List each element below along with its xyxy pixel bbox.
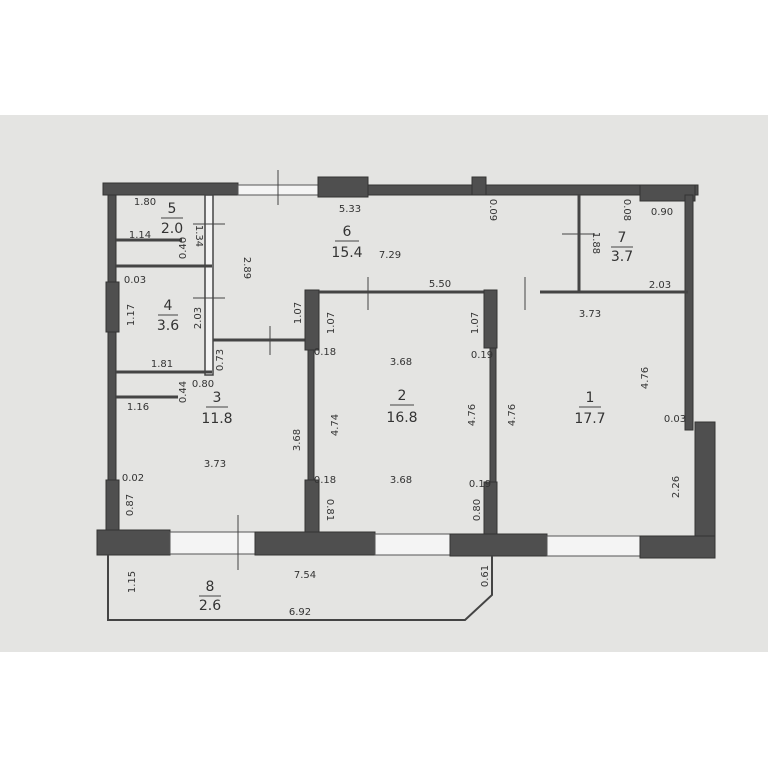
dimension: 4.76 [507, 404, 518, 426]
dimension: 3.73 [579, 309, 601, 320]
dimension: 1.88 [590, 232, 601, 254]
dimension: 2.89 [241, 257, 252, 279]
dimension: 7.54 [294, 570, 316, 581]
dimension: 0.18 [314, 347, 336, 358]
dimension: 5.50 [429, 279, 451, 290]
wall-right [684, 194, 694, 431]
dimension: 1.81 [151, 359, 173, 370]
dimension: 7.29 [379, 250, 401, 261]
dimension: 0.61 [480, 565, 491, 587]
partition-bath [204, 194, 214, 376]
dimension: 1.07 [326, 312, 337, 334]
window-bottom-3 [546, 535, 641, 557]
wall-top-right [367, 184, 699, 196]
dimension: 2.03 [193, 307, 204, 329]
room-area: 15.4 [331, 245, 362, 261]
dimension: 6.92 [289, 607, 311, 618]
dimension: 0.87 [125, 494, 136, 516]
wall-room2-left-upper [304, 289, 320, 351]
dimension: 1.17 [126, 304, 137, 326]
window-bottom-2 [374, 533, 451, 556]
dimension: 0.03 [124, 275, 146, 286]
dimension: 3.68 [390, 475, 412, 486]
dimension: 0.19 [471, 350, 493, 361]
dimension: 1.80 [134, 197, 156, 208]
room-area: 3.6 [157, 318, 179, 334]
dimension: 1.07 [293, 302, 304, 324]
dimension: 5.33 [339, 204, 361, 215]
room-number: 8 [206, 579, 215, 595]
room-area: 11.8 [201, 411, 232, 427]
dimension: 0.44 [178, 381, 189, 403]
balcony-outline [107, 555, 493, 621]
wall-room2-left [307, 349, 315, 481]
dimension: 0.02 [122, 473, 144, 484]
room-number: 5 [168, 201, 177, 217]
dimension: 3.68 [390, 357, 412, 368]
room-area: 16.8 [386, 410, 417, 426]
wall-bottom-4 [639, 535, 716, 559]
dimension: 3.73 [204, 459, 226, 470]
wall-stub [471, 176, 487, 196]
dimension: 4.76 [467, 404, 478, 426]
walls [96, 176, 716, 621]
wall-bottom-3 [449, 533, 548, 557]
room-area: 3.7 [611, 249, 633, 265]
room-number: 1 [586, 390, 595, 406]
wall-column [317, 176, 369, 198]
room-number: 7 [618, 230, 627, 246]
wall-top-corner [639, 184, 696, 202]
dimension-labels: 1.80 5.33 0.90 1.14 7.29 0.03 5.50 2.03 … [122, 197, 686, 618]
room-area: 17.7 [574, 411, 605, 427]
room-area: 2.0 [161, 221, 183, 237]
wall-room2-right [489, 347, 497, 483]
room-number: 4 [164, 298, 173, 314]
dimension: 1.16 [127, 402, 149, 413]
wall-left-column-lower [105, 479, 120, 531]
dimension: 0.19 [469, 479, 491, 490]
dimension: 0.90 [651, 207, 673, 218]
dimension: 0.40 [178, 237, 189, 259]
dimension: 3.68 [292, 429, 303, 451]
dimension: 4.76 [640, 367, 651, 389]
door-marks [193, 170, 595, 570]
dimension: 0.80 [472, 499, 483, 521]
wall-room2-left-lower [304, 479, 320, 533]
dimension: 0.08 [621, 199, 632, 221]
dimension: 0.18 [314, 475, 336, 486]
wall-room2-right-upper [483, 289, 498, 349]
dimension: 0.03 [664, 414, 686, 425]
wall-top-left [102, 182, 239, 196]
paper-background [0, 115, 768, 652]
room-number: 3 [213, 390, 222, 406]
window-bottom-1 [169, 531, 256, 555]
dimension: 4.74 [330, 414, 341, 436]
wall-room2-right-lower [483, 481, 498, 535]
wall-bottom-1 [96, 529, 171, 556]
dimension: 1.07 [470, 312, 481, 334]
dimension: 1.34 [193, 225, 204, 247]
dimension: 2.03 [649, 280, 671, 291]
dimension: 0.73 [215, 349, 226, 371]
dimension: 1.14 [129, 230, 151, 241]
wall-left-column [105, 281, 120, 333]
dimension: 1.15 [127, 571, 138, 593]
dimension: 0.09 [487, 199, 498, 221]
room-number: 6 [343, 224, 352, 240]
dimension: 0.80 [192, 379, 214, 390]
room-number: 2 [398, 388, 407, 404]
dimension: 2.26 [671, 476, 682, 498]
wall-bottom-2 [254, 531, 376, 556]
room-labels: 1 17.7 2 16.8 3 11.8 4 3.6 5 2.0 6 15.4 … [157, 201, 633, 614]
room-area: 2.6 [199, 598, 221, 614]
dimension: 0.81 [324, 499, 335, 521]
